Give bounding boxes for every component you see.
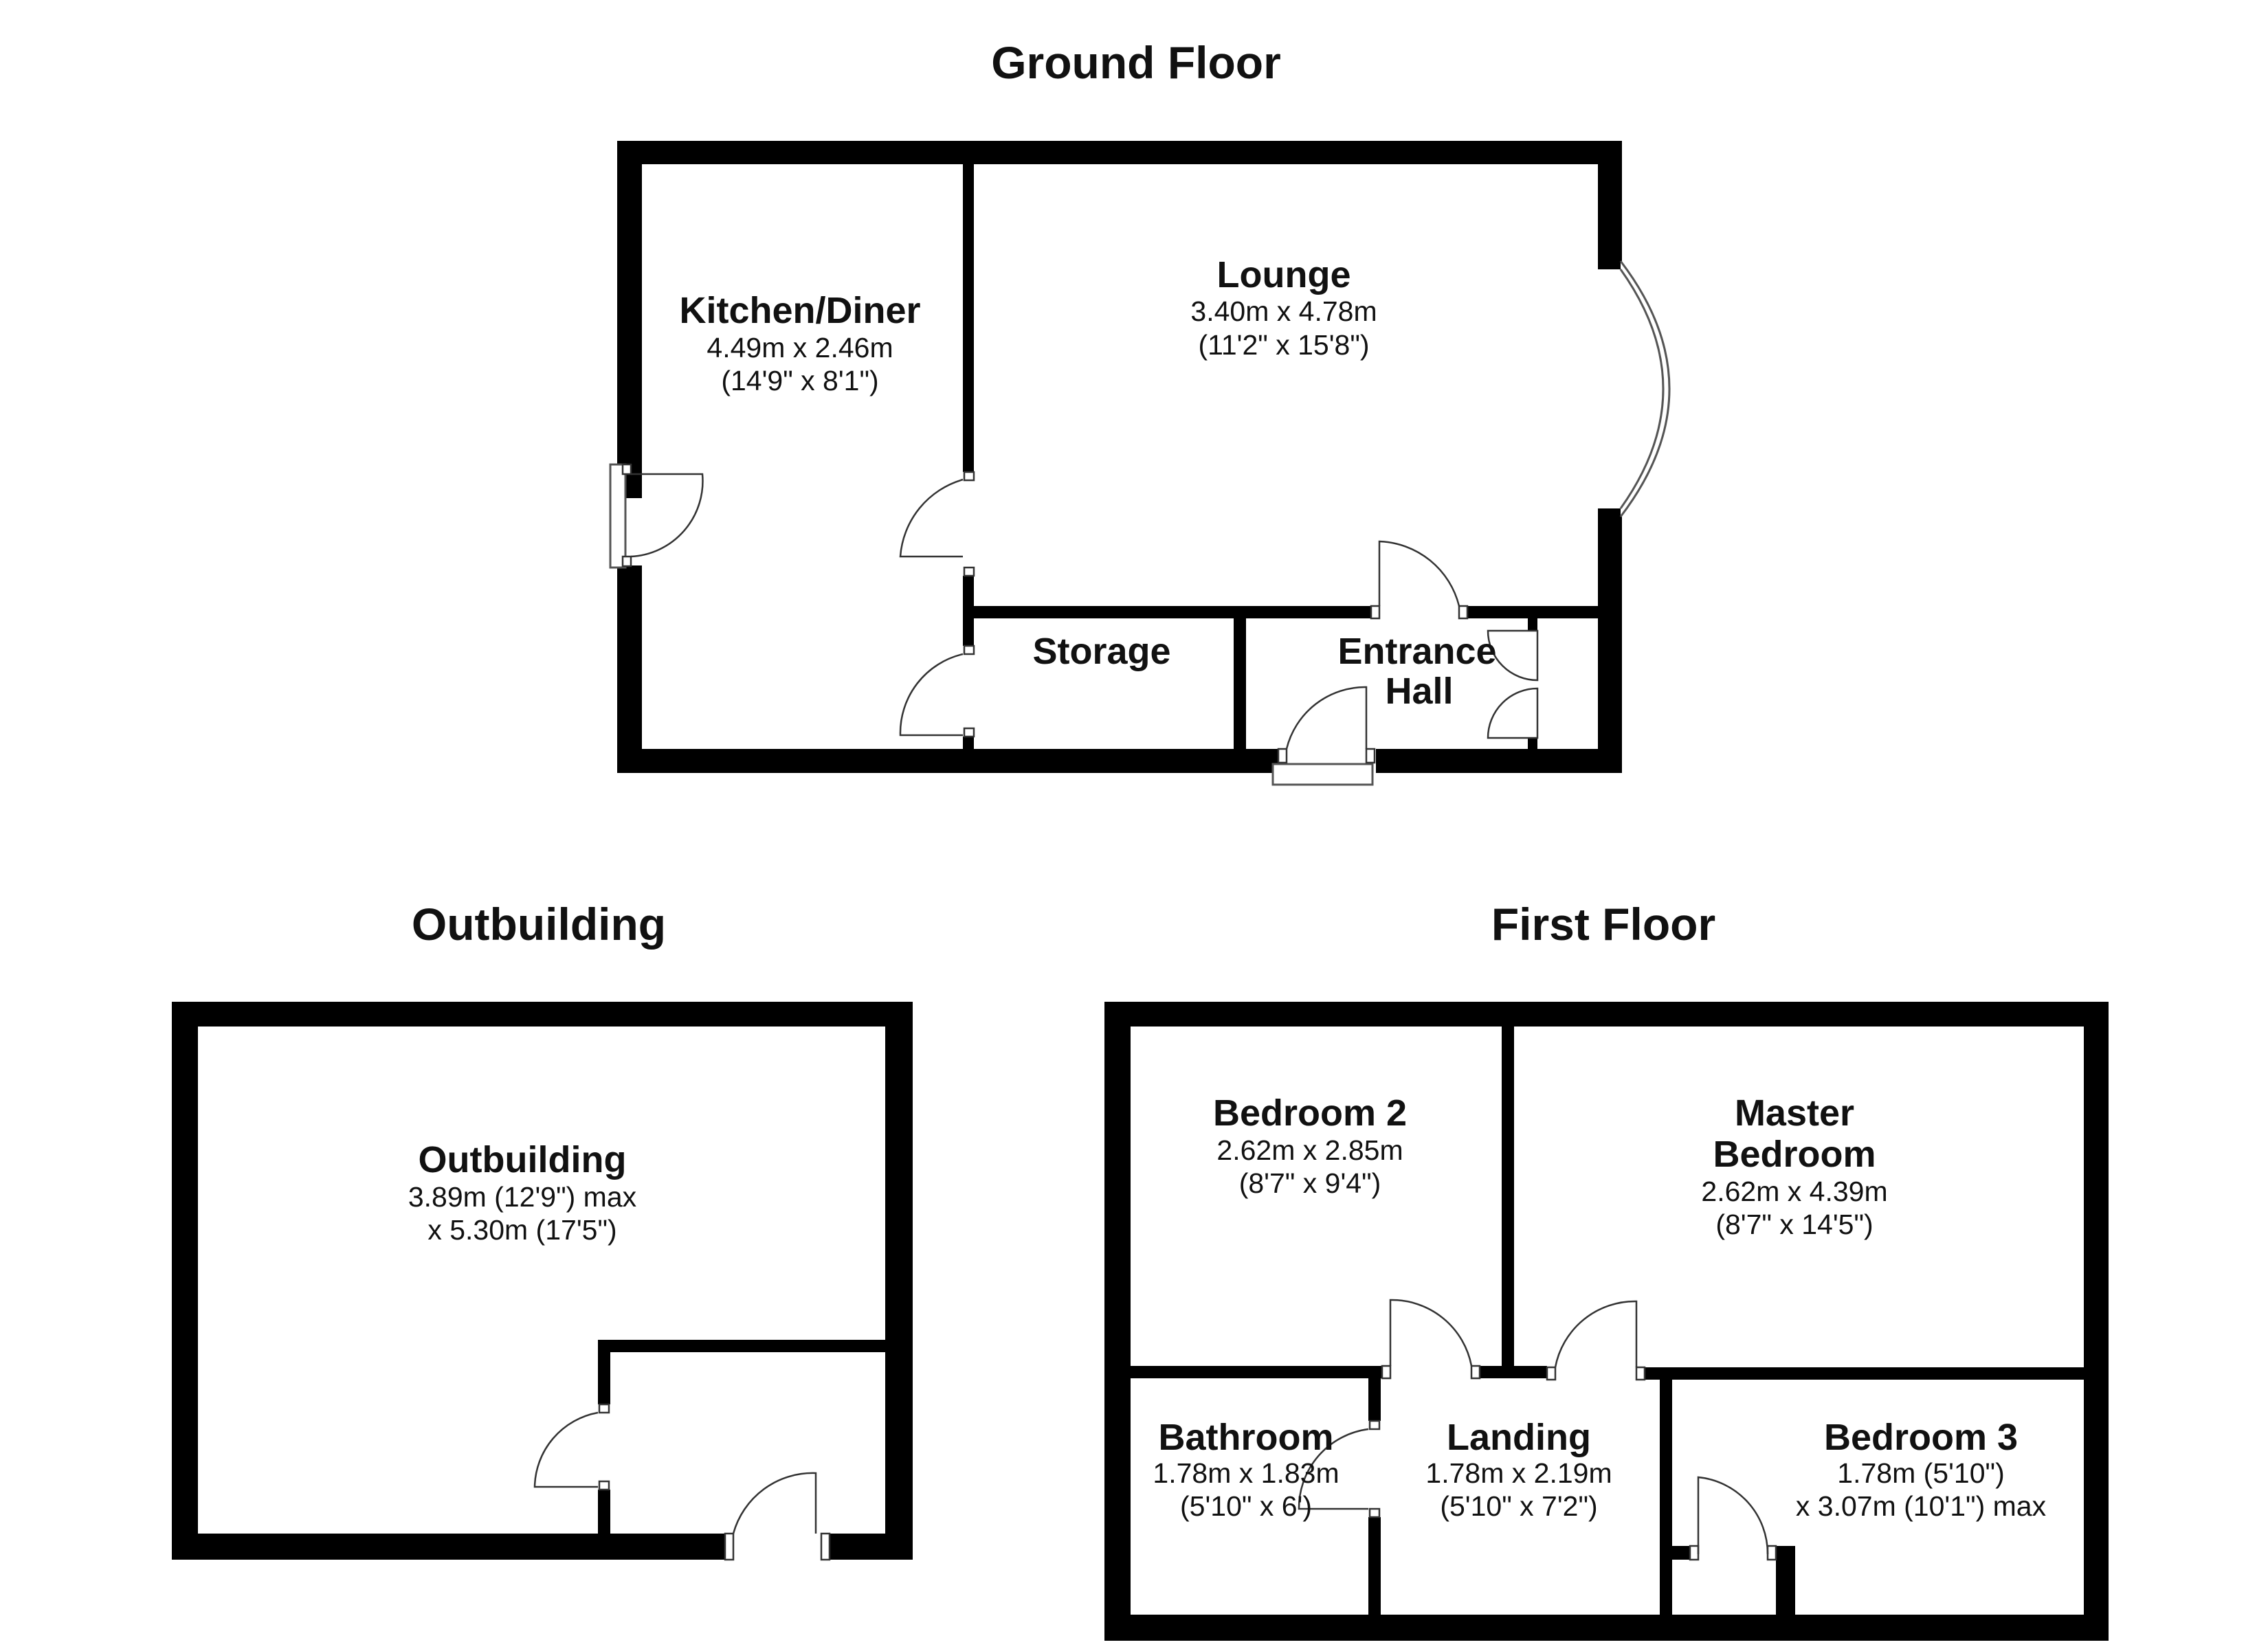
lounge-name: Lounge: [1217, 254, 1351, 295]
wall-bedroom3-stub-left: [1672, 1546, 1690, 1560]
lounge-bay-window-inner: [1619, 269, 1665, 509]
outbuilding-walls: [172, 1002, 913, 1560]
bedroom2-name: Bedroom 2: [1213, 1092, 1407, 1134]
bedroom2-dim-metric: 2.62m x 2.85m: [1216, 1134, 1403, 1166]
wall-master-bottom: [1645, 1367, 2084, 1380]
wall-left-lower: [617, 565, 642, 773]
master-bedroom-name-line2: Bedroom: [1713, 1134, 1876, 1175]
first-wall-right: [2084, 1002, 2109, 1641]
bedroom3-name: Bedroom 3: [1824, 1417, 2018, 1458]
landing-name: Landing: [1447, 1417, 1591, 1458]
wall-kitchen-lounge-upper: [963, 164, 974, 472]
outbuilding-dim-line1: 3.89m (12'9") max: [408, 1181, 637, 1213]
outbuilding-inner-wall-left-lower: [598, 1490, 610, 1535]
wall-landing-top-middle: [1480, 1366, 1547, 1378]
outbuilding-wall-left: [172, 1002, 198, 1560]
first-wall-left: [1104, 1002, 1131, 1641]
wall-bedroom2-master: [1502, 1027, 1514, 1378]
outbuilding-inner-wall-left-upper: [598, 1340, 610, 1404]
entrance-hall-name-line1: Entrance: [1337, 631, 1496, 672]
bathroom-door: [1298, 1420, 1381, 1518]
entrance-hall-name-line2: Hall: [1385, 671, 1453, 712]
master-bedroom-dim-imperial: (8'7" x 14'5"): [1715, 1209, 1873, 1240]
bedroom3-dim-line2: x 3.07m (10'1") max: [1796, 1490, 2047, 1522]
outbuilding-dim-line2: x 5.30m (17'5"): [427, 1214, 616, 1246]
outbuilding-inner-wall-top: [598, 1340, 885, 1352]
kitchen-external-door: [621, 463, 704, 568]
bedroom3-door: [1689, 1476, 1777, 1561]
first-floor: First Floor: [1104, 899, 2109, 1641]
wall-top: [617, 141, 1622, 164]
kitchen-diner-name: Kitchen/Diner: [679, 290, 920, 331]
hall-lounge-door: [1370, 540, 1469, 620]
wall-kitchen-storage-lower: [963, 737, 974, 750]
lounge-dim-imperial: (11'2" x 15'8"): [1198, 329, 1369, 361]
wall-storage-hall: [1234, 618, 1246, 750]
kitchen-lounge-door: [899, 471, 975, 577]
bathroom-dim-imperial: (5'10" x 6'): [1180, 1490, 1312, 1522]
wall-landing-bedroom3: [1660, 1380, 1672, 1615]
ground-floor-title: Ground Floor: [991, 37, 1281, 88]
first-wall-top: [1104, 1002, 2109, 1027]
front-entrance-threshold: [1271, 763, 1374, 786]
lounge-dim-metric: 3.40m x 4.78m: [1190, 295, 1377, 327]
master-bedroom-door: [1546, 1300, 1646, 1381]
bedroom2-door: [1381, 1299, 1481, 1380]
master-bedroom-name-line1: Master: [1735, 1092, 1854, 1134]
storage-name: Storage: [1032, 631, 1170, 672]
ground-floor: Ground Floor: [609, 37, 1671, 786]
first-wall-bottom: [1104, 1615, 2109, 1641]
outbuilding-wall-top: [172, 1002, 913, 1027]
landing-dim-imperial: (5'10" x 7'2"): [1440, 1490, 1597, 1522]
outbuilding-inner-door: [533, 1403, 610, 1491]
bedroom2-dim-imperial: (8'7" x 9'4"): [1239, 1167, 1381, 1199]
kitchen-side-window: [609, 463, 627, 569]
front-entrance-door: [1277, 686, 1376, 764]
bedroom3-dim-line1: 1.78m (5'10"): [1837, 1457, 2004, 1489]
wall-right-upper: [1598, 141, 1622, 269]
outbuilding-plan: Outbuilding Outbuilding 3.89m (12'9") ma…: [172, 899, 913, 1561]
wall-hall-stub-top: [1528, 618, 1537, 631]
outbuilding-wall-bottom-left: [172, 1534, 725, 1560]
bathroom-dim-metric: 1.78m x 1.83m: [1153, 1457, 1339, 1489]
outbuilding-external-door: [724, 1472, 831, 1561]
outbuilding-wall-right: [885, 1002, 913, 1560]
first-floor-walls: [1104, 1002, 2109, 1641]
wall-bottom-right: [1376, 749, 1622, 773]
hall-cupboard-doors: [1487, 629, 1539, 739]
kitchen-diner-dim-metric: 4.49m x 2.46m: [707, 332, 893, 363]
master-bedroom-dim-metric: 2.62m x 4.39m: [1701, 1176, 1887, 1207]
wall-lounge-bottom-right: [1467, 606, 1598, 618]
outbuilding-room-name: Outbuilding: [419, 1139, 627, 1180]
storage-door: [899, 644, 975, 738]
wall-bathroom-landing-upper: [1368, 1378, 1381, 1421]
outbuilding-title: Outbuilding: [412, 899, 666, 950]
wall-kitchen-lounge-lower: [963, 576, 974, 646]
landing-dim-metric: 1.78m x 2.19m: [1425, 1457, 1612, 1489]
wall-right-lower: [1598, 508, 1622, 773]
wall-left-upper: [617, 141, 642, 498]
outbuilding-wall-bottom-right: [830, 1534, 913, 1560]
bathroom-name: Bathroom: [1159, 1417, 1334, 1458]
ground-floor-walls: [617, 141, 1622, 773]
wall-hall-stub-bottom: [1528, 738, 1537, 750]
wall-lounge-bottom-left: [974, 606, 1371, 618]
wall-bottom-left: [617, 749, 1278, 773]
wall-bedroom2-bottom: [1131, 1366, 1382, 1378]
wall-bathroom-landing-lower: [1368, 1517, 1381, 1615]
first-floor-title: First Floor: [1491, 899, 1715, 950]
kitchen-diner-dim-imperial: (14'9" x 8'1"): [721, 365, 878, 396]
wall-bedroom3-stub-right: [1776, 1546, 1795, 1615]
